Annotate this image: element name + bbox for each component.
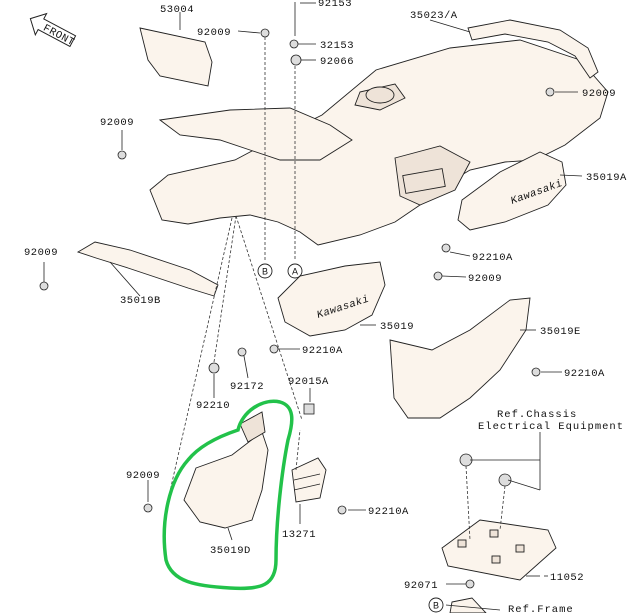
label-92210a-3: 92210A xyxy=(564,368,605,380)
bolt-92210a-4 xyxy=(337,505,347,515)
bolt-92210a-3 xyxy=(531,367,541,377)
label-11052: 11052 xyxy=(550,572,584,584)
label-35019d: 35019D xyxy=(210,545,251,557)
bolt-92066 xyxy=(290,54,302,66)
label-13271: 13271 xyxy=(282,529,316,541)
label-92071: 92071 xyxy=(404,580,438,592)
part-13271-bracket xyxy=(291,457,327,503)
marker-b-text: B xyxy=(262,267,268,277)
ref-chassis-line1: Ref.Chassis xyxy=(497,409,577,421)
label-92066: 92066 xyxy=(320,56,354,68)
label-92015a: 92015A xyxy=(288,376,329,388)
part-53004-shape xyxy=(139,27,213,87)
fender-inner-deck xyxy=(158,107,353,161)
label-35019a: 35019A xyxy=(586,172,627,184)
label-92009-top: 92009 xyxy=(197,27,231,39)
bolt-92009-bottom xyxy=(143,503,153,513)
label-32153: 32153 xyxy=(320,40,354,52)
tray-tab-2 xyxy=(489,529,499,538)
label-92210a-1: 92210A xyxy=(472,252,513,264)
ref-frame-label: Ref.Frame xyxy=(508,604,574,613)
bolt-92009-left xyxy=(117,150,127,160)
tray-tab-4 xyxy=(491,555,501,564)
label-92009-bottom: 92009 xyxy=(126,470,160,482)
part-35019a-side-panel xyxy=(457,151,567,231)
part-35023a-rail xyxy=(467,19,599,79)
bolt-92071 xyxy=(465,579,475,589)
label-92210a-4: 92210A xyxy=(368,506,409,518)
label-35023a: 35023/A xyxy=(410,10,458,22)
label-92009-left: 92009 xyxy=(100,117,134,129)
label-92153: 92153 xyxy=(318,0,352,10)
marker-b2-text: B xyxy=(433,601,439,611)
bolt-92009-mid xyxy=(433,271,443,281)
bolt-92210a-2 xyxy=(269,344,279,354)
highlight-outline xyxy=(162,399,294,591)
label-92172: 92172 xyxy=(230,381,264,393)
label-92009-right: 92009 xyxy=(582,88,616,100)
bolt-92009-top xyxy=(260,28,270,38)
ref-chassis-line2: Electrical Equipment xyxy=(478,421,624,433)
tray-tab-1 xyxy=(457,539,467,548)
label-53004: 53004 xyxy=(160,4,194,16)
label-92210: 92210 xyxy=(196,400,230,412)
part-35019d-mudguard xyxy=(183,431,269,529)
label-35019e: 35019E xyxy=(540,326,581,338)
tail-light-slot xyxy=(402,168,446,194)
part-35019-panel xyxy=(277,261,386,337)
marker-a-text: A xyxy=(292,267,298,277)
part-35019e-mudguard xyxy=(389,297,531,419)
bolt-92210 xyxy=(208,362,220,374)
label-92009-mid: 92009 xyxy=(468,273,502,285)
marker-a-circle xyxy=(287,263,303,279)
part-11052-tray xyxy=(441,519,557,581)
part-35019d-flap xyxy=(239,411,266,443)
rear-fender-body xyxy=(149,39,609,246)
label-35019: 35019 xyxy=(380,321,414,333)
bolt-92210a-1 xyxy=(441,243,451,253)
ref-frame-piece xyxy=(449,597,487,613)
marker-b2-circle xyxy=(428,597,444,613)
fuel-cap-opening xyxy=(365,86,395,104)
label-35019b: 35019B xyxy=(120,295,161,307)
tray-tab-3 xyxy=(515,544,525,553)
label-92009-leftlow: 92009 xyxy=(24,247,58,259)
bolt-92009-leftlow xyxy=(39,281,49,291)
front-arrow-icon: FRONT xyxy=(29,12,76,49)
bolt-92009-right xyxy=(545,87,555,97)
clip-92015a xyxy=(303,403,315,415)
part-35019b-side-rail xyxy=(76,241,219,297)
bolt-92172 xyxy=(237,347,247,357)
marker-b-circle xyxy=(257,263,273,279)
label-92210a-2: 92210A xyxy=(302,345,343,357)
bolt-32153 xyxy=(289,39,299,49)
